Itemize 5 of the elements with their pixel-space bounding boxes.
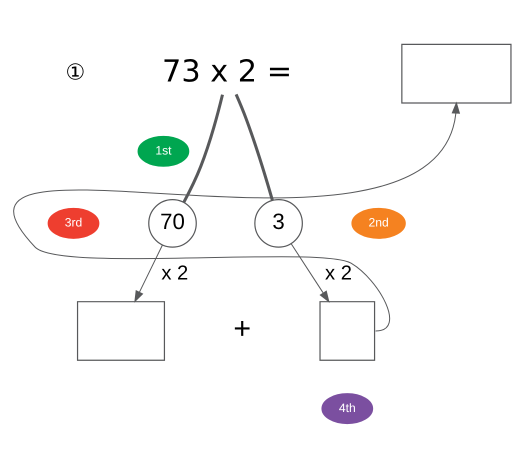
- edge-label: x 2: [324, 262, 352, 284]
- node-text: 73 x 2 =: [162, 54, 292, 89]
- label: +: [232, 312, 251, 346]
- label: ①: [65, 58, 86, 84]
- edge-label: x 2: [160, 262, 188, 284]
